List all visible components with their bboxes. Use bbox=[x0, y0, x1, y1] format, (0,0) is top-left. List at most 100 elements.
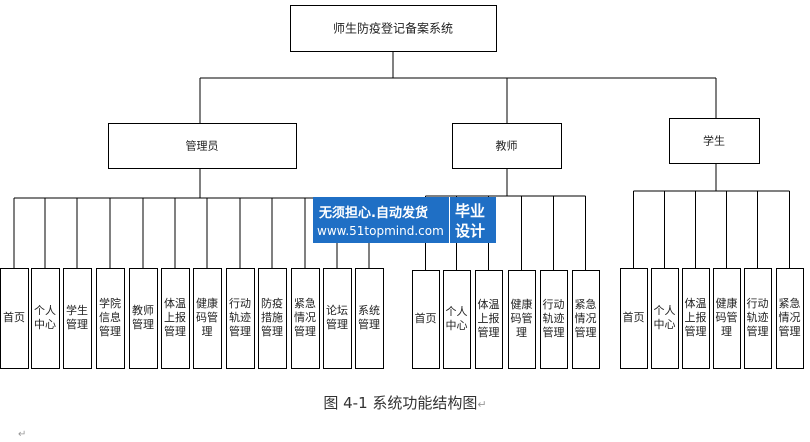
function-node-label: 中心 bbox=[34, 318, 56, 331]
function-node bbox=[508, 270, 536, 369]
watermark-slogan: 无须担心.自动发货 bbox=[319, 206, 428, 221]
function-node-label: 紧急 bbox=[575, 297, 597, 311]
function-node-label: 学生 bbox=[66, 303, 88, 317]
function-node-label: 理 bbox=[516, 326, 527, 339]
function-node bbox=[540, 270, 568, 369]
function-node-label: 管理 bbox=[229, 324, 251, 338]
function-node-label: 管理 bbox=[478, 325, 500, 339]
function-node-label: 体温 bbox=[478, 297, 500, 311]
function-node-label: 管理 bbox=[99, 324, 121, 338]
role-node bbox=[669, 118, 760, 164]
function-node bbox=[0, 268, 29, 369]
function-node-label: 信息 bbox=[99, 310, 121, 324]
function-node-label: 码管 bbox=[511, 311, 533, 325]
function-node-label: 码管 bbox=[196, 310, 218, 324]
function-node-label: 管理 bbox=[575, 325, 597, 339]
function-node-label: 中心 bbox=[654, 318, 676, 331]
function-node-label: 管理 bbox=[685, 324, 707, 338]
watermark-banner: 无须担心.自动发货 www.51topmind.com 毕业 设计 bbox=[313, 197, 496, 243]
function-node bbox=[226, 268, 255, 369]
watermark-badge-line1: 毕业 bbox=[455, 202, 486, 220]
caption-text: 图 4-1 系统功能结构图 bbox=[323, 394, 478, 412]
function-node-label: 行动 bbox=[229, 297, 251, 310]
paragraph-mark: ↵ bbox=[18, 429, 27, 440]
function-node bbox=[443, 270, 471, 369]
function-node-label: 上报 bbox=[164, 310, 186, 324]
function-node bbox=[412, 270, 440, 369]
function-node bbox=[323, 268, 352, 369]
function-node-label: 理 bbox=[202, 325, 213, 338]
watermark-url: www.51topmind.com bbox=[317, 224, 444, 238]
function-node-label: 首页 bbox=[415, 311, 437, 325]
function-node bbox=[161, 268, 190, 369]
function-node-label: 首页 bbox=[3, 310, 25, 324]
function-node-label: 管理 bbox=[261, 324, 283, 338]
watermark-badge-line2: 设计 bbox=[455, 222, 486, 240]
role-node-label: 管理员 bbox=[186, 139, 219, 153]
function-node bbox=[355, 268, 384, 369]
function-node bbox=[620, 268, 648, 369]
role-node-label: 教师 bbox=[496, 140, 518, 153]
function-node bbox=[63, 268, 92, 369]
function-node-label: 上报 bbox=[478, 311, 500, 325]
function-node-label: 情况 bbox=[575, 312, 597, 325]
function-node-label: 首页 bbox=[623, 310, 645, 324]
function-node-label: 个人 bbox=[446, 305, 468, 318]
function-node bbox=[129, 268, 158, 369]
function-node-label: 体温 bbox=[685, 296, 707, 310]
figure-caption: 图 4-1 系统功能结构图↵ bbox=[0, 392, 810, 413]
function-node-label: 管理 bbox=[543, 325, 565, 339]
root-node bbox=[290, 5, 497, 52]
function-node-label: 健康 bbox=[511, 297, 533, 311]
function-node-label: 学院 bbox=[99, 296, 121, 310]
function-node bbox=[713, 268, 741, 369]
function-node-label: 论坛 bbox=[326, 303, 348, 317]
function-node-label: 个人 bbox=[654, 304, 676, 317]
root-node-label: 师生防疫登记备案系统 bbox=[333, 21, 453, 36]
function-node-label: 紧急 bbox=[294, 296, 316, 310]
function-node bbox=[291, 268, 320, 369]
function-node-label: 措施 bbox=[261, 310, 283, 324]
function-node-label: 轨迹 bbox=[543, 311, 565, 325]
function-node bbox=[744, 268, 772, 369]
role-node-label: 学生 bbox=[703, 134, 725, 148]
function-node-label: 上报 bbox=[685, 310, 707, 324]
function-node-label: 管理 bbox=[326, 317, 348, 331]
function-node bbox=[258, 268, 287, 369]
function-node-label: 情况 bbox=[779, 311, 801, 324]
function-node-label: 个人 bbox=[34, 304, 56, 317]
function-node-label: 管理 bbox=[779, 324, 801, 338]
function-node-label: 码管 bbox=[716, 310, 738, 324]
function-node-label: 轨迹 bbox=[747, 310, 769, 324]
function-node-label: 紧急 bbox=[779, 296, 801, 310]
function-node-label: 管理 bbox=[747, 324, 769, 338]
function-node-label: 管理 bbox=[164, 324, 186, 338]
function-node bbox=[572, 270, 600, 369]
function-node-label: 轨迹 bbox=[229, 310, 251, 324]
function-node-label: 健康 bbox=[196, 296, 218, 310]
function-node-label: 健康 bbox=[716, 296, 738, 310]
function-node-label: 行动 bbox=[747, 297, 769, 310]
function-node-label: 管理 bbox=[358, 317, 380, 331]
watermark-left-panel: 无须担心.自动发货 www.51topmind.com bbox=[313, 197, 449, 243]
function-node-label: 教师 bbox=[132, 304, 154, 317]
function-node bbox=[96, 268, 125, 369]
function-node-label: 行动 bbox=[543, 298, 565, 311]
function-node bbox=[682, 268, 710, 369]
paragraph-mark: ↵ bbox=[477, 398, 487, 411]
function-node-label: 防疫 bbox=[261, 296, 283, 310]
function-node-label: 中心 bbox=[446, 319, 468, 332]
watermark-badge: 毕业 设计 bbox=[450, 197, 496, 243]
function-node-label: 体温 bbox=[164, 296, 186, 310]
function-node-label: 管理 bbox=[294, 324, 316, 338]
function-node-label: 管理 bbox=[66, 317, 88, 331]
function-node-label: 系统 bbox=[358, 304, 380, 317]
function-node-label: 管理 bbox=[132, 317, 154, 331]
function-node bbox=[651, 268, 679, 369]
function-node-label: 理 bbox=[721, 325, 732, 338]
role-node bbox=[452, 123, 562, 169]
function-node bbox=[31, 268, 60, 369]
function-node bbox=[475, 270, 503, 369]
function-node-label: 情况 bbox=[294, 311, 316, 324]
